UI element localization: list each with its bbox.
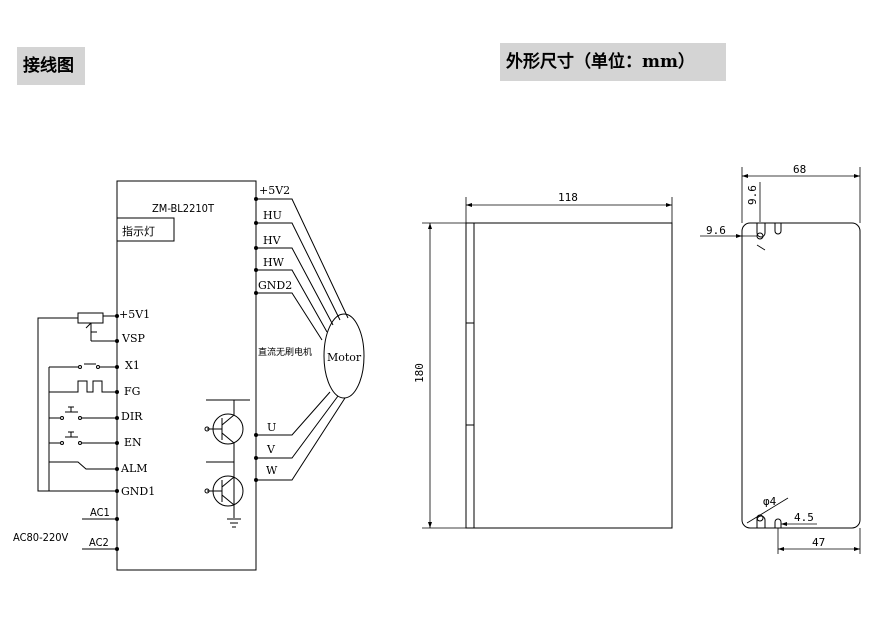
hall-terminals: +5V2 HU HV HW GND2: [254, 184, 349, 341]
terminal-label: X1: [125, 359, 140, 372]
driver-box: [116, 180, 257, 571]
transistor-lower: [204, 475, 244, 528]
hole-top-offset: 9.6: [746, 185, 759, 205]
indicator-label: 指示灯: [122, 224, 155, 238]
hole-diameter-label: φ4: [763, 495, 777, 508]
terminal-label: HW: [263, 256, 285, 269]
front-view-drawing: 68 9.6 9.6 φ4 4.5 47: [700, 163, 861, 554]
front-view-outline: [741, 222, 861, 529]
motor-type-label: 直流无刷电机: [258, 346, 312, 358]
motor-label: Motor: [327, 351, 362, 364]
terminal-label: V: [266, 443, 276, 456]
terminal-label: ALM: [120, 462, 148, 475]
terminal-label: EN: [124, 436, 142, 449]
ac1-label: AC1: [90, 506, 110, 519]
terminal-label: HU: [263, 209, 282, 222]
terminal-label: GND1: [121, 485, 155, 498]
front-width-dimension: 68: [793, 163, 806, 176]
terminal-label: U: [267, 421, 276, 434]
potentiometer: [77, 312, 104, 324]
terminal-label: VSP: [121, 332, 145, 345]
ac-supply-label: AC80-220V: [13, 531, 69, 544]
side-height-dimension: 180: [413, 363, 426, 383]
external-controls: AC1 AC2 AC80-220V: [13, 312, 117, 550]
side-view-drawing: 118 180: [413, 191, 673, 529]
wiring-diagram: ZM-BL2210T 指示灯 直流无刷电机 +5V2 HU HV HW GND2…: [13, 180, 365, 571]
terminal-label: GND2: [258, 279, 292, 292]
terminal-label: W: [266, 464, 278, 477]
ac2-label: AC2: [89, 536, 109, 549]
dimensions-title: 外形尺寸（单位：mm）: [500, 43, 726, 81]
transistor-upper: [204, 399, 250, 518]
side-width-dimension: 118: [558, 191, 578, 204]
terminal-label: FG: [124, 385, 140, 398]
side-view-outline: [465, 222, 673, 529]
terminal-label: +5V2: [259, 184, 290, 197]
hole-side-offset: 9.6: [706, 224, 726, 237]
terminal-label: HV: [263, 234, 282, 247]
terminal-label: DIR: [121, 410, 143, 423]
control-terminals: +5V1 VSP X1 FG DIR EN ALM GND1: [115, 308, 155, 551]
phase-terminals: U V W: [254, 391, 346, 482]
motor-symbol: [323, 313, 365, 399]
driver-model-label: ZM-BL2210T: [152, 202, 215, 215]
wiring-diagram-title: 接线图: [17, 47, 85, 85]
bottom-width-dimension: 47: [812, 536, 825, 549]
terminal-label: +5V1: [119, 308, 150, 321]
bottom-hole-offset: 4.5: [794, 511, 814, 524]
indicator-box: [116, 217, 175, 242]
